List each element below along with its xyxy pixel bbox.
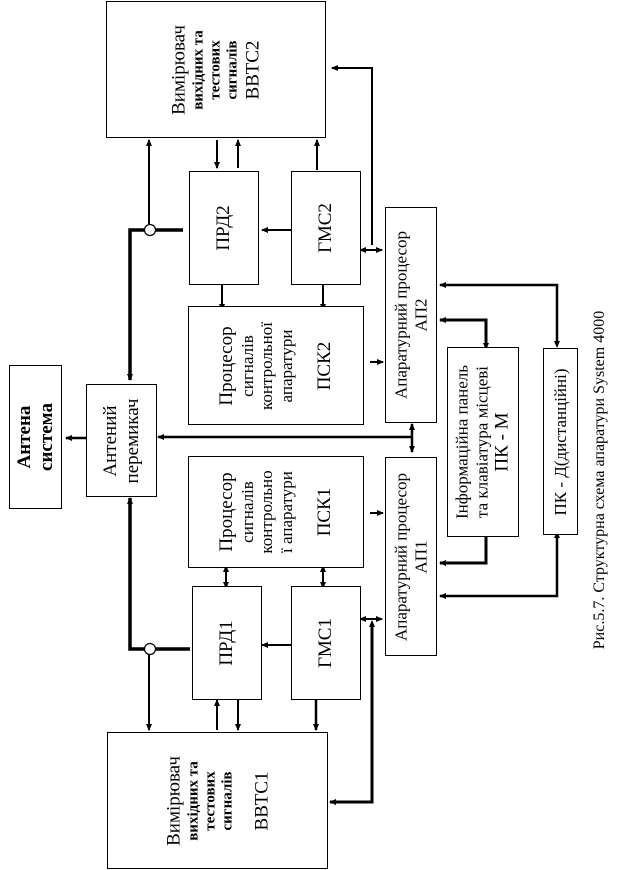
prd2-block: ПРД2 (189, 171, 259, 285)
block-text: ї апаратури (276, 471, 296, 553)
block-text: вихідних та (184, 760, 201, 841)
block-text: апаратури (276, 329, 296, 402)
block-label: ПРД1 (216, 620, 238, 666)
block-text: тестових (201, 770, 218, 831)
block-text: Вимірювач (162, 755, 184, 846)
antenna-system-block: Антена система (9, 365, 62, 509)
prd1-block: ПРД1 (192, 586, 262, 700)
block-text: контрольно (257, 470, 277, 554)
block-label: ПСК2 (314, 341, 336, 390)
block-text: сигналів (224, 39, 241, 100)
pk-m-block: Інформаційна панель та клавіатура місцев… (447, 347, 519, 537)
block-label: АП2 (411, 298, 430, 332)
block-text: Вимірювач (168, 24, 190, 115)
wire-prd2-switch (127, 228, 183, 381)
block-text: контрольної (257, 321, 277, 410)
psk2-block: Процесор сигналів контрольної апаратури … (188, 306, 364, 425)
block-label: ГМС1 (315, 618, 337, 668)
block-text: Процесор (215, 325, 237, 406)
vvts2-block: Вимірювач вихідних та тестових сигналів … (106, 1, 326, 138)
block-label: ПСК1 (314, 487, 336, 537)
gms1-block: ГМС1 (291, 586, 361, 700)
psk1-block: Процесор сигналів контрольно ї апаратури… (188, 456, 364, 568)
figure-caption: Рис.5.7. Структурна схема апаратури Syst… (591, 310, 608, 650)
junction-top (143, 223, 157, 237)
block-text: Антений (99, 404, 121, 477)
block-label: ПК - Д(дистанційні) (550, 367, 570, 516)
block-text: сигналів (219, 770, 236, 831)
block-text: сигналів (237, 481, 257, 543)
block-text: система (35, 403, 57, 471)
block-label: ПК - М (491, 412, 513, 472)
block-text: Інформаційна панель (452, 364, 472, 520)
ap1-block: Апаратурний процесор АП1 (385, 457, 437, 656)
block-label: ВВТС2 (241, 40, 263, 99)
block-text: вихідних та (190, 29, 207, 110)
block-label: ГМС2 (315, 203, 337, 253)
block-text: Апаратурний процесор (391, 472, 411, 641)
block-text: Процесор (215, 472, 237, 552)
antenna-switch-block: Антений перемикач (86, 384, 157, 497)
gms2-block: ГМС2 (291, 171, 361, 285)
block-text: Антена (13, 405, 35, 469)
block-label: ПРД2 (213, 205, 235, 251)
ap2-block: Апаратурний процесор АП2 (385, 207, 437, 423)
junction-bottom (143, 642, 157, 656)
block-text: та клавіатура місцеві (472, 366, 492, 519)
block-text: тестових (207, 39, 224, 100)
block-text: Апаратурний процесор (391, 231, 411, 399)
block-label: АП1 (411, 539, 430, 574)
block-label: ВВТС1 (250, 771, 272, 830)
pk-d-block: ПК - Д(дистанційні) (543, 348, 578, 535)
wire-prd1-switch (127, 497, 190, 651)
block-text: сигналів (237, 334, 257, 397)
vvts1-block: Вимірювач вихідних та тестових сигналів … (107, 732, 328, 869)
block-text: перемикач (121, 398, 143, 483)
